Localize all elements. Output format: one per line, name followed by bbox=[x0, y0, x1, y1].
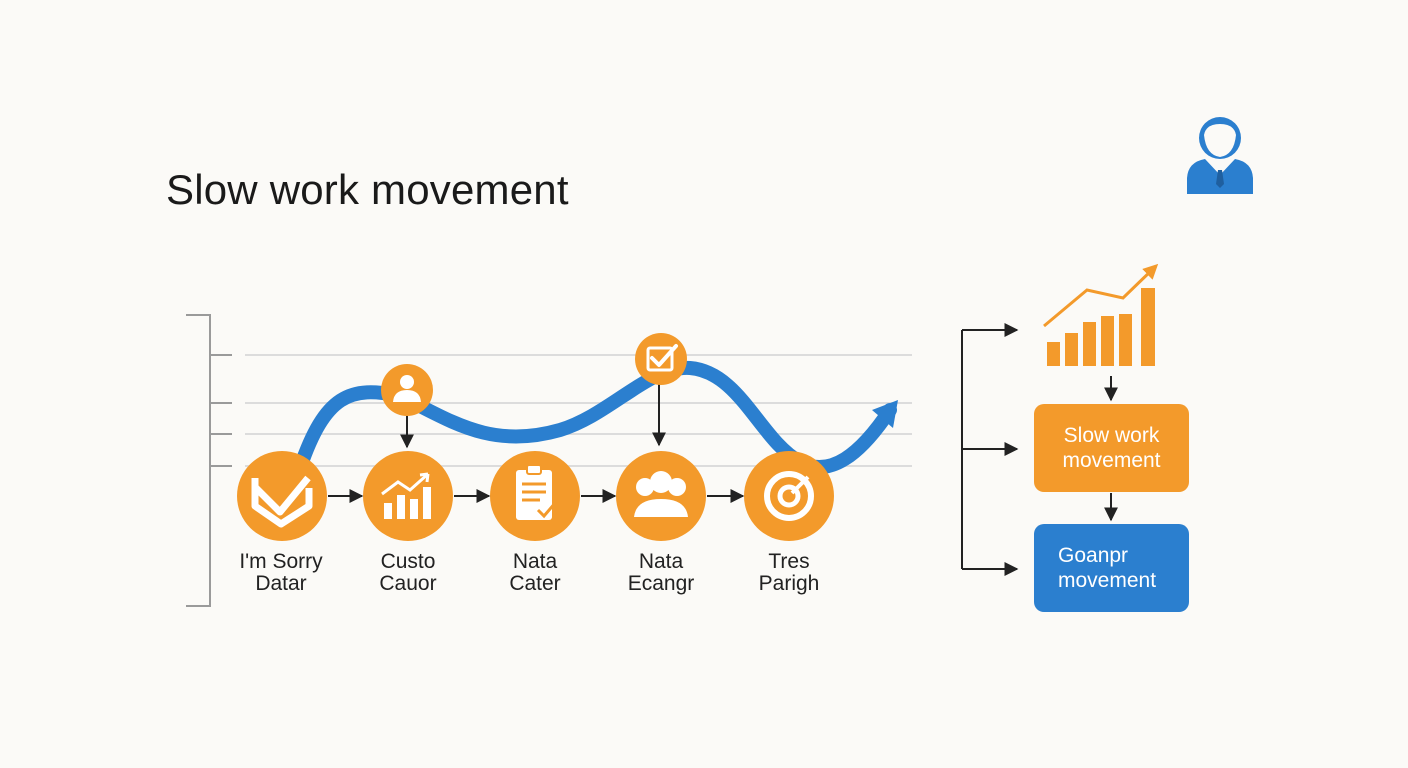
step-label-4: Nata Ecangr bbox=[591, 551, 731, 595]
step-5 bbox=[744, 451, 834, 541]
slow-work-movement-box: Slow work movement bbox=[1034, 404, 1189, 492]
step-label-3-line2: Cater bbox=[509, 572, 561, 595]
goanpr-box-line1: Goanpr bbox=[1058, 544, 1129, 567]
step-label-4-line1: Nata bbox=[638, 550, 684, 573]
check-box-icon bbox=[646, 344, 678, 372]
step-label-1-line1: I'm Sorry bbox=[239, 550, 323, 573]
step-3 bbox=[490, 451, 580, 541]
person-marker bbox=[381, 364, 433, 416]
step-1 bbox=[237, 451, 327, 541]
growth-chart-icon bbox=[381, 472, 431, 519]
step-label-4-line2: Ecangr bbox=[627, 572, 695, 595]
left-bracket bbox=[186, 314, 232, 607]
step-label-5-line2: Parigh bbox=[758, 572, 820, 595]
step-label-3: Nata Cater bbox=[465, 551, 605, 595]
step-label-2: Custo Cauor bbox=[338, 551, 478, 595]
step-label-1: I'm Sorry Datar bbox=[211, 551, 351, 595]
check-marker bbox=[635, 333, 687, 385]
step-label-2-line2: Cauor bbox=[379, 572, 437, 595]
slow-work-box-line1: Slow work bbox=[1063, 424, 1160, 447]
rising-bar-chart-icon bbox=[1043, 263, 1159, 366]
trend-wave-arrowhead bbox=[872, 400, 898, 428]
page-title: Slow work movement bbox=[166, 166, 569, 213]
step-label-2-line1: Custo bbox=[380, 550, 436, 573]
clipboard-icon bbox=[516, 464, 558, 520]
right-flow-bracket bbox=[961, 323, 1019, 576]
step-label-5-line1: Tres bbox=[768, 550, 810, 573]
target-icon bbox=[764, 471, 814, 521]
slow-work-box-line2: movement bbox=[1062, 449, 1161, 472]
goanpr-box-line2: movement bbox=[1058, 569, 1157, 592]
gridlines bbox=[245, 354, 912, 467]
check-icon bbox=[251, 475, 313, 528]
group-icon bbox=[634, 471, 688, 517]
step-label-3-line1: Nata bbox=[512, 550, 558, 573]
step-label-5: Tres Parigh bbox=[719, 551, 859, 595]
step-2 bbox=[363, 451, 453, 541]
step-4 bbox=[616, 451, 706, 541]
goanpr-movement-box: Goanpr movement bbox=[1034, 524, 1189, 612]
step-label-1-line2: Datar bbox=[255, 572, 307, 595]
person-icon bbox=[393, 375, 421, 402]
businessman-avatar-icon bbox=[1187, 117, 1253, 194]
